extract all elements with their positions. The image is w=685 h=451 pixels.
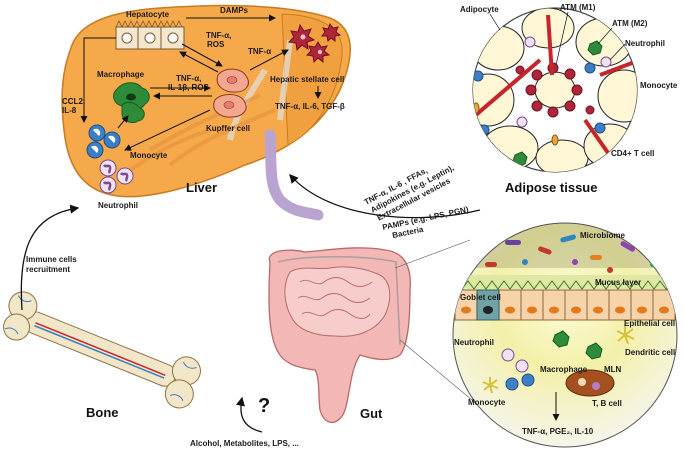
- mln-node: [565, 369, 615, 397]
- damps-label: DAMPs: [220, 6, 249, 15]
- tb-cell-label: T, B cell: [592, 399, 622, 408]
- arrow-bone-liver: [20, 204, 80, 311]
- hepatic-stellate-cells: [287, 22, 342, 64]
- gut-inset: [452, 222, 678, 448]
- inset-macrophage-label: Macrophage: [540, 365, 588, 374]
- inset-pointer-top: [394, 239, 471, 269]
- liver-streaks: [128, 93, 276, 172]
- arrow-hepatocyte-kupffer: [181, 43, 223, 67]
- kupffer-cells: [213, 68, 249, 118]
- portal-vein: [264, 129, 324, 221]
- mac-tnf-label-1: TNF-α,: [176, 74, 201, 83]
- goblet-cell: [476, 289, 500, 321]
- inset-macrophages: [552, 330, 603, 360]
- arrow-causes-bone: [236, 396, 263, 433]
- bone-title: Bone: [86, 405, 119, 420]
- arrow-adipose-liver: [289, 174, 481, 219]
- adipose-monocyte-label: Monocyte: [640, 81, 678, 90]
- hepatocyte-label: Hepatocyte: [126, 10, 170, 19]
- small-intestine: [284, 266, 391, 337]
- atm-m2-label: ATM (M2): [612, 19, 648, 28]
- inset-monocyte-label: Monocyte: [468, 398, 506, 407]
- adipocyte-label: Adipocyte: [460, 5, 499, 14]
- colon-band: [277, 255, 401, 346]
- cd4-label: CD4+ T cell: [611, 149, 654, 158]
- neutrophil-label: Neutrophil: [98, 201, 138, 210]
- liver-monocytes: [86, 124, 121, 159]
- mucus-label: Mucus layer: [595, 278, 641, 287]
- arrow-kupffer-hepatocyte: [179, 51, 219, 73]
- goblet-label: Goblet cell: [460, 293, 501, 302]
- recruit-label-1: Immune cells: [26, 255, 77, 264]
- stellate-output-label: TNF-α, IL-6, TGF-β: [275, 102, 345, 111]
- macrophage-label: Macrophage: [97, 70, 145, 79]
- arrow-kupffer-monocyte: [124, 109, 211, 151]
- bone-illustration: [3, 291, 201, 409]
- liver-neutrophils: [99, 159, 134, 194]
- pointer-atm-m1: [555, 11, 569, 66]
- arrow-monocyte-mac: [117, 115, 129, 129]
- arrow-kupffer-stellate: [249, 49, 289, 71]
- arrow-hepatocyte-down: [80, 37, 116, 123]
- inset-monocytes: [505, 373, 535, 391]
- inset-neutrophils: [501, 348, 529, 373]
- adipose-title: Adipose tissue: [505, 180, 597, 195]
- hepatic-stellate-label: Hepatic stellate cell: [270, 75, 344, 84]
- gut-title: Gut: [360, 406, 383, 421]
- recruit-label-2: recruitment: [26, 265, 70, 274]
- inset-dendritic: [482, 325, 635, 394]
- pointer-adipocyte: [489, 13, 501, 31]
- liver-title: Liver: [186, 180, 217, 195]
- inset-output-label: TNF-α, PGE₂, IL-10: [522, 427, 594, 436]
- pointer-atm-m2: [597, 27, 613, 45]
- tnf-ros-label-2: ROS: [207, 40, 225, 49]
- intestine-folds: [297, 277, 373, 319]
- ccl2-label-2: IL-8: [62, 106, 77, 115]
- hepatocyte-row: [115, 20, 185, 50]
- adipose-neutrophil-label: Neutrophil: [625, 39, 665, 48]
- pointer-adipose-neutrophil: [609, 43, 626, 61]
- mln-label: MLN: [604, 365, 622, 374]
- monocyte-label: Monocyte: [130, 151, 168, 160]
- epithelial-label: Epithelial cell: [624, 319, 675, 328]
- gut-organ: [268, 247, 411, 424]
- adipose-tissue: [472, 7, 638, 173]
- inset-neutrophil-label: Neutrophil: [454, 338, 494, 347]
- atm-m1-label: ATM (M1): [560, 3, 596, 12]
- ccl2-label-1: CCL2,: [62, 97, 85, 106]
- tnf-stellate-label: TNF-α: [248, 47, 271, 56]
- dendritic-label: Dendritic cell: [625, 348, 675, 357]
- question-mark: ?: [258, 395, 270, 417]
- kupffer-label: Kupffer cell: [206, 124, 250, 133]
- causes-label: Alcohol, Metabolites, LPS, ...: [190, 439, 299, 448]
- tnf-ros-label-1: TNF-α,: [206, 31, 231, 40]
- microbiome-label: Microbiome: [580, 231, 625, 240]
